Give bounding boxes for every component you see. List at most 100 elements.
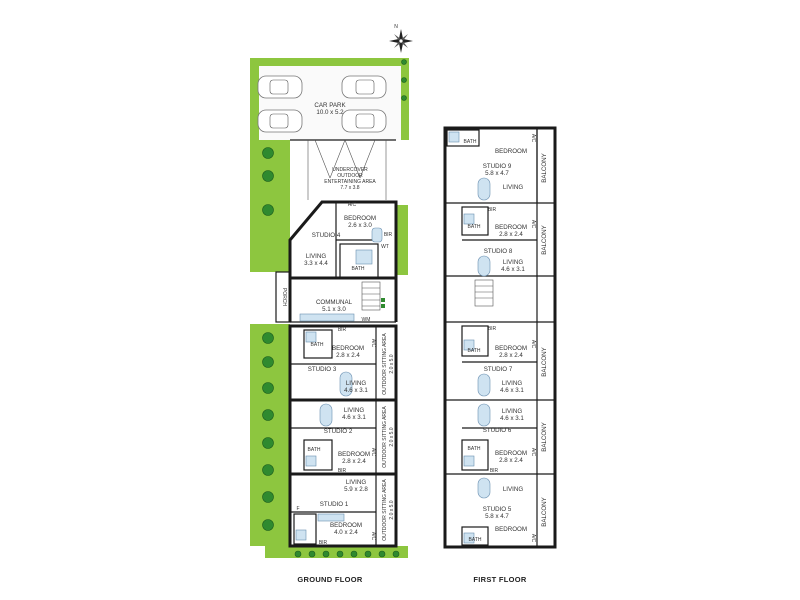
studio-2-bath-label: BATH <box>308 447 321 453</box>
studio-4-living-label: LIVING <box>306 253 326 260</box>
first-floor-plan: BATH A/C BEDROOM STUDIO 9 5.8 x 4.7 LIVI… <box>443 126 557 584</box>
studio-7-balcony-label: BALCONY <box>541 347 548 377</box>
studio-3-living-label: LIVING <box>346 380 366 387</box>
porch: PORCH <box>275 271 291 323</box>
tree-icon <box>401 77 407 83</box>
studio-6-bath-label: BATH <box>468 446 481 452</box>
studio-7-label: STUDIO 7 <box>484 366 513 373</box>
tree-icon <box>262 519 274 531</box>
studio-9-bath-room <box>446 129 480 147</box>
ground-floor-plan: CAR PARK 10.0 x 5.2 UNDERCOVER OUTDOOR E… <box>250 58 409 584</box>
car-icon <box>341 109 387 133</box>
stair-icon <box>474 279 494 307</box>
studio-2-counter <box>319 403 333 427</box>
studio-4-bedroom-label: BEDROOM <box>344 215 376 222</box>
first-floor-landing <box>445 279 555 323</box>
studio-3-bath-room <box>303 329 333 359</box>
porch-label: PORCH <box>281 288 287 306</box>
studio-4-ac: A/C <box>348 202 357 208</box>
communal-area: COMMUNAL 5.1 x 3.0 WM <box>288 278 398 323</box>
tree-icon <box>378 550 386 558</box>
studio-6: LIVING 4.6 x 3.1 STUDIO 6 BATH BEDROOM 2… <box>445 403 555 475</box>
tree-icon <box>262 356 274 368</box>
trees-left <box>262 147 274 531</box>
car-icon <box>341 75 387 99</box>
undercover-label-3: ENTERTAINING AREA <box>324 179 376 185</box>
studio-6-bir-label: BIR <box>490 468 499 474</box>
grass-bottom-strip <box>265 546 408 558</box>
studio-4-bath-room <box>339 243 379 279</box>
studio-2: LIVING 4.6 x 3.1 STUDIO 2 BATH BEDROOM 2… <box>288 398 398 476</box>
first-floor-outline <box>443 126 557 549</box>
undercover-label-1: UNDERCOVER <box>332 167 368 173</box>
studio-8-ac: A/C <box>530 220 536 229</box>
studio-7-bath-room <box>461 325 489 357</box>
studio-6-balcony-label: BALCONY <box>541 422 548 452</box>
studio-7-bedroom-dim: 2.8 x 2.4 <box>499 352 523 359</box>
tree-icon <box>262 409 274 421</box>
undercover-entertaining-area: UNDERCOVER OUTDOOR ENTERTAINING AREA 7.7… <box>290 139 396 200</box>
studio-8: BIR BATH A/C BEDROOM 2.8 x 2.4 STUDIO 8 … <box>445 206 555 277</box>
shower-icon <box>295 529 307 541</box>
studio-1-outdoor-dim: 2.0 x 5.0 <box>389 500 395 519</box>
shower-icon <box>463 213 475 225</box>
studio-3-counter <box>339 371 353 397</box>
studio-6-living-dim: 4.6 x 3.1 <box>500 415 524 422</box>
studio-2-label: STUDIO 2 <box>324 428 353 435</box>
studio-8-label: STUDIO 8 <box>484 248 513 255</box>
studio-6-bath-room <box>461 439 489 471</box>
shower-icon <box>463 339 475 351</box>
shower-icon <box>463 455 475 467</box>
studio-5-counter <box>477 477 491 499</box>
studio-5-living-label: LIVING <box>503 486 523 493</box>
tree-icon <box>392 550 400 558</box>
shower-icon <box>305 455 317 467</box>
studio-2-bedroom-label: BEDROOM <box>338 451 370 458</box>
ground-floor-title: GROUND FLOOR <box>297 575 363 584</box>
studio-7-bedroom-label: BEDROOM <box>495 345 527 352</box>
studio-4-bath-label: BATH <box>352 266 365 272</box>
studio-2-living-dim: 4.6 x 3.1 <box>342 414 366 421</box>
tree-icon <box>262 147 274 159</box>
studio-4-label: STUDIO 4 <box>312 232 341 239</box>
studio-1-label: STUDIO 1 <box>320 501 349 508</box>
car-icon <box>257 109 303 133</box>
studio-1-ac: A/C <box>370 532 376 541</box>
studio-3-living-dim: 4.6 x 3.1 <box>344 387 368 394</box>
studio-8-living-label: LIVING <box>503 259 523 266</box>
studio-9-dim: 5.8 x 4.7 <box>485 170 509 177</box>
tree-icon <box>322 550 330 558</box>
studio-2-bedroom-dim: 2.8 x 2.4 <box>342 458 366 465</box>
studio-6-bedroom-label: BEDROOM <box>495 450 527 457</box>
tree-icon <box>401 95 407 101</box>
studio-1: LIVING 5.9 x 2.8 STUDIO 1 F BEDROOM 4.0 … <box>288 472 398 548</box>
studio-8-bath-label: BATH <box>468 224 481 230</box>
tree-icon <box>262 332 274 344</box>
studio-3-bath-label: BATH <box>311 342 324 348</box>
studio-3-bir-label: BIR <box>338 327 347 333</box>
grass-top-strip <box>250 58 408 66</box>
studio-7-bath-label: BATH <box>468 348 481 354</box>
studio-8-counter <box>477 255 491 277</box>
studio-6-counter <box>477 403 491 427</box>
studio-5-bath-room <box>461 526 489 546</box>
studio-9-bath-label: BATH <box>464 139 477 145</box>
studio-6-bedroom-dim: 2.8 x 2.4 <box>499 457 523 464</box>
studio-9-counter <box>477 177 491 201</box>
studio-8-balcony-label: BALCONY <box>541 225 548 255</box>
bathtub-icon <box>371 227 383 243</box>
studio-2-living-label: LIVING <box>344 407 364 414</box>
shower-icon <box>448 131 460 143</box>
studio-4-bedroom-dim: 2.6 x 3.0 <box>348 222 372 229</box>
studio-8-bedroom-label: BEDROOM <box>495 224 527 231</box>
studio-7: BIR BATH A/C BEDROOM 2.8 x 2.4 STUDIO 7 … <box>445 325 555 401</box>
studio-6-label: STUDIO 6 <box>483 427 512 434</box>
studio-1-living-dim: 5.9 x 2.8 <box>344 486 368 493</box>
communal-wm-label: WM <box>362 317 371 323</box>
car-icon <box>257 75 303 99</box>
studio-1-f-label: F <box>296 506 299 512</box>
studio-8-bath-room <box>461 206 489 236</box>
stair-icon <box>361 281 381 311</box>
tree-icon <box>262 382 274 394</box>
shower-icon <box>305 331 317 343</box>
